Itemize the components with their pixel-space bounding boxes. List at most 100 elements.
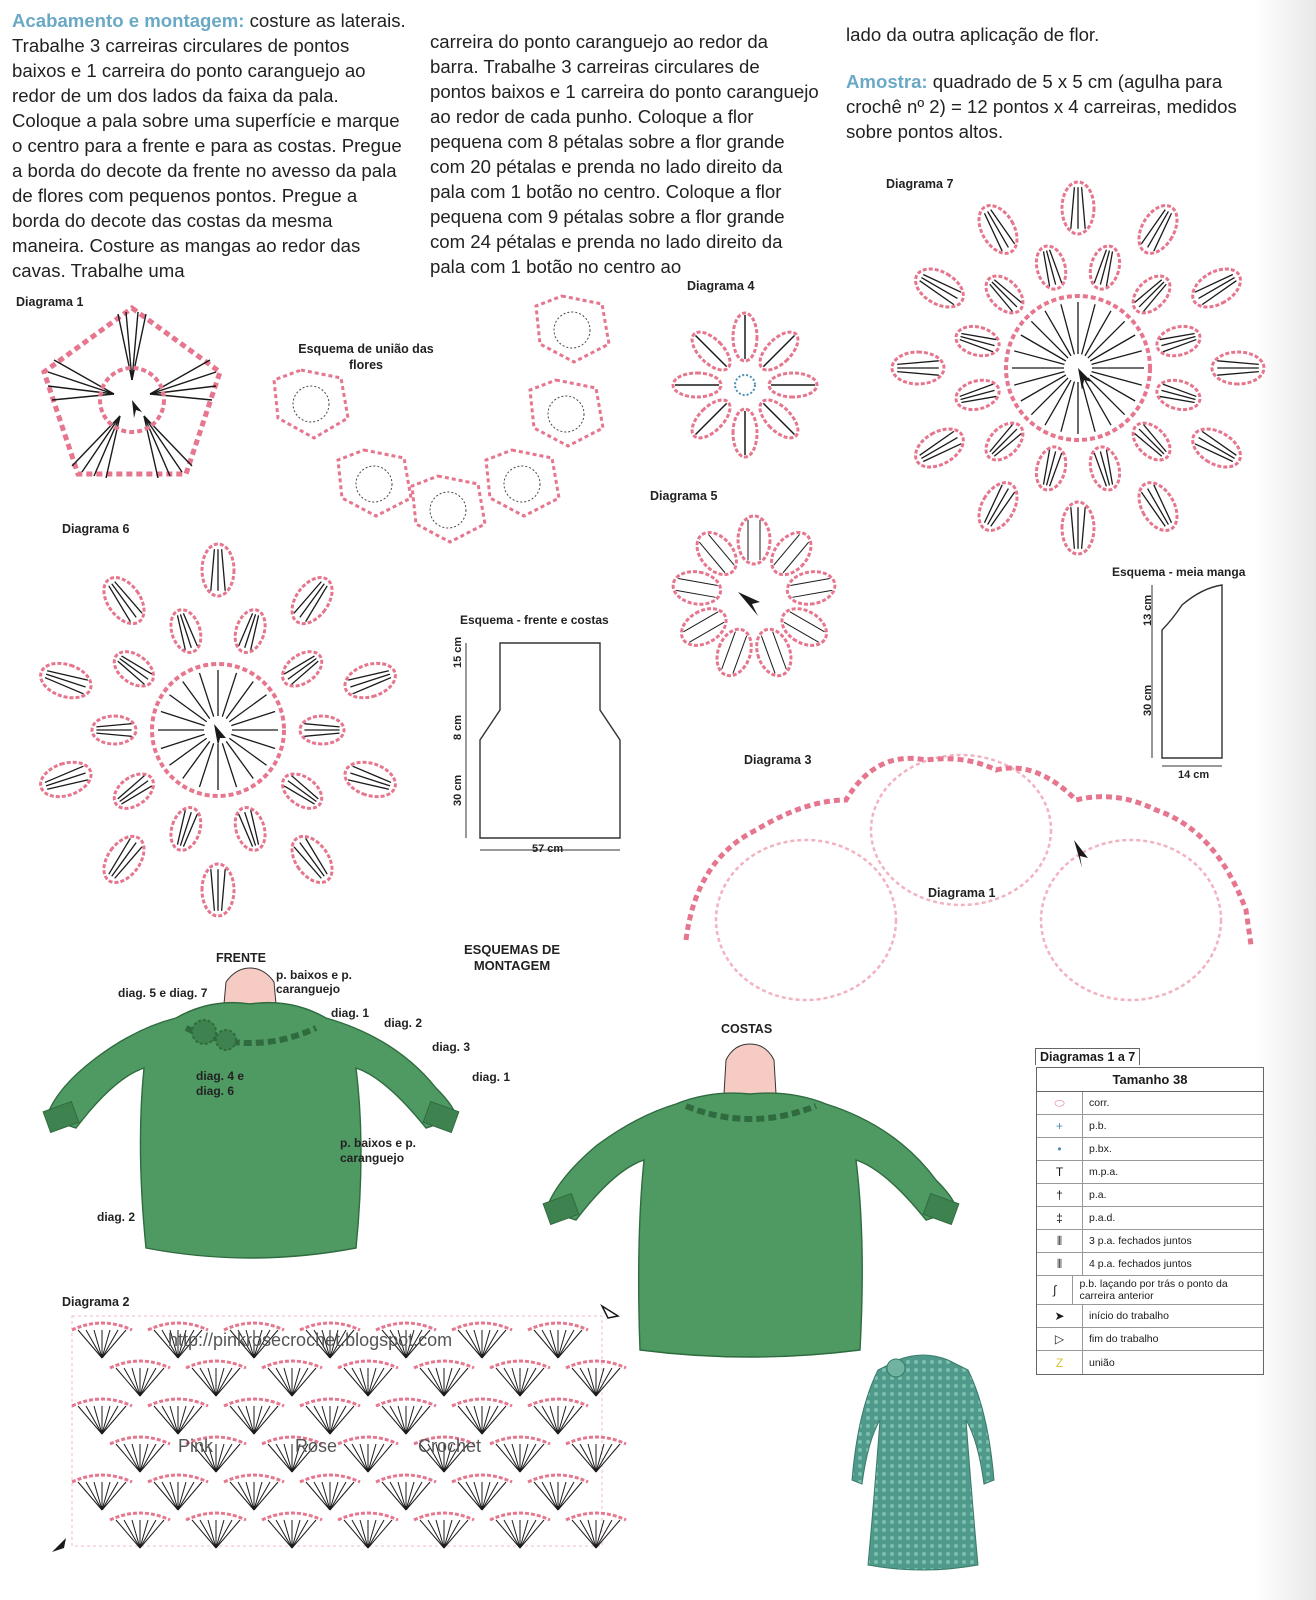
fan-stitch [216,1368,232,1396]
fan-stitch [292,1520,308,1548]
union-flower-5 [530,380,603,446]
legend-row: •p.bx. [1037,1138,1263,1161]
petal [166,606,206,656]
dim-fc-57: 57 cm [532,843,563,855]
legend-row: Tm.p.a. [1037,1161,1263,1184]
ray [1082,304,1095,354]
fan-stitch [314,1406,330,1434]
legend-label: corr. [1083,1095,1115,1111]
ray [229,695,266,722]
watermark-crochet: Crochet [418,1436,481,1457]
fan-stitch [352,1444,368,1472]
petal [92,716,136,744]
diagram-5-chart [664,508,844,688]
fan-stitch [330,1406,346,1434]
petal [96,829,152,890]
dim-fc-8: 8 cm [452,715,464,740]
petal [1186,261,1247,315]
start-arrow-icon-d6 [214,724,226,746]
fan-stitch [86,1482,102,1510]
fan-stitch [406,1406,422,1434]
fan-stitch [140,1368,156,1396]
fan-chain [110,1437,170,1444]
fan-stitch [596,1520,612,1548]
petal [284,570,340,631]
schema-front-back-outline [480,643,620,838]
section-heading-amostra: Amostra: [846,71,928,92]
legend-row: ⦀4 p.a. fechados juntos [1037,1253,1263,1276]
watermark-url: http://pinkrosecrochet.blogspot.com [168,1330,452,1351]
d3-scallop-edge [686,758,1251,945]
petal [202,864,234,916]
petal [1032,243,1070,293]
fan-stitch [216,1444,232,1472]
text-column-1: Acabamento e montagem: costure as latera… [12,8,408,283]
petal [892,352,944,384]
front-neck-mannequin [224,968,276,1004]
annot-d57: diag. 5 e diag. 7 [118,986,207,1000]
fan-chain [414,1361,474,1368]
fan-chain [338,1513,398,1520]
fan-chain [490,1513,550,1520]
fan-stitch [596,1368,612,1396]
ray [1014,372,1064,385]
fan-chain [376,1399,436,1406]
legend-row: ⦀3 p.a. fechados juntos [1037,1230,1263,1253]
label-diagrama-4: Diagrama 4 [687,279,754,293]
fan-stitch [558,1482,574,1510]
fan-stitch [580,1520,596,1548]
fan-stitch [216,1520,232,1548]
fan-stitch [352,1520,368,1548]
petal [1186,421,1247,475]
fan-stitch [162,1482,178,1510]
ray [1021,335,1066,361]
paragraph-acabamento-end: lado da outra aplicação de flor. [846,22,1238,47]
diagram-6-chart [22,538,422,928]
legend-symbol-icon: ‡ [1037,1207,1083,1229]
fan-chain [224,1475,284,1482]
fan-chain [376,1323,436,1330]
text-column-2: carreira do ponto caranguejo ao redor da… [430,29,820,279]
start-arrow-icon [132,400,142,418]
legend-symbol-icon: ⦀ [1037,1230,1083,1252]
ray [226,681,253,718]
d5-petals [670,516,837,681]
petal [1086,243,1124,293]
fan-stitch [580,1368,596,1396]
schema-half-sleeve-outline [1162,585,1222,758]
fan-stitch [178,1406,194,1434]
ray [222,743,236,787]
fan-stitch [558,1406,574,1434]
fan-stitch [466,1406,482,1434]
fan-chain [72,1323,132,1330]
annot-d1: diag. 1 [331,1006,369,1020]
fan-stitch [238,1406,254,1434]
fan-stitch [86,1330,102,1358]
fan-chain [566,1513,626,1520]
petal [108,767,160,816]
section-heading-acabamento: Acabamento e montagem: [12,10,244,31]
fan-chain [186,1361,246,1368]
fan-stitch [390,1482,406,1510]
fan-chain [566,1437,626,1444]
petal [36,756,95,803]
fan-stitch [102,1330,118,1358]
legend-row: Zunião [1037,1351,1263,1374]
ray [1092,351,1142,364]
fan-stitch [200,1520,216,1548]
fan-stitch [466,1330,482,1358]
label-diagrama-1-inner: Diagrama 1 [928,886,995,900]
fan-chain [186,1513,246,1520]
watermark-rose: Rose [295,1436,337,1457]
fan-stitch [178,1482,194,1510]
fan-chain [528,1475,588,1482]
fan-stitch [102,1482,118,1510]
diagram-7-chart [884,178,1274,568]
ray [1085,311,1111,356]
legend-row: ➤início do trabalho [1037,1305,1263,1328]
front-flower-applique-2 [216,1030,236,1050]
fan-chain [338,1437,398,1444]
legend-symbol-icon: ⦀ [1037,1253,1083,1275]
legend-symbol-icon: ∫ [1037,1276,1073,1304]
fan-chain [490,1437,550,1444]
